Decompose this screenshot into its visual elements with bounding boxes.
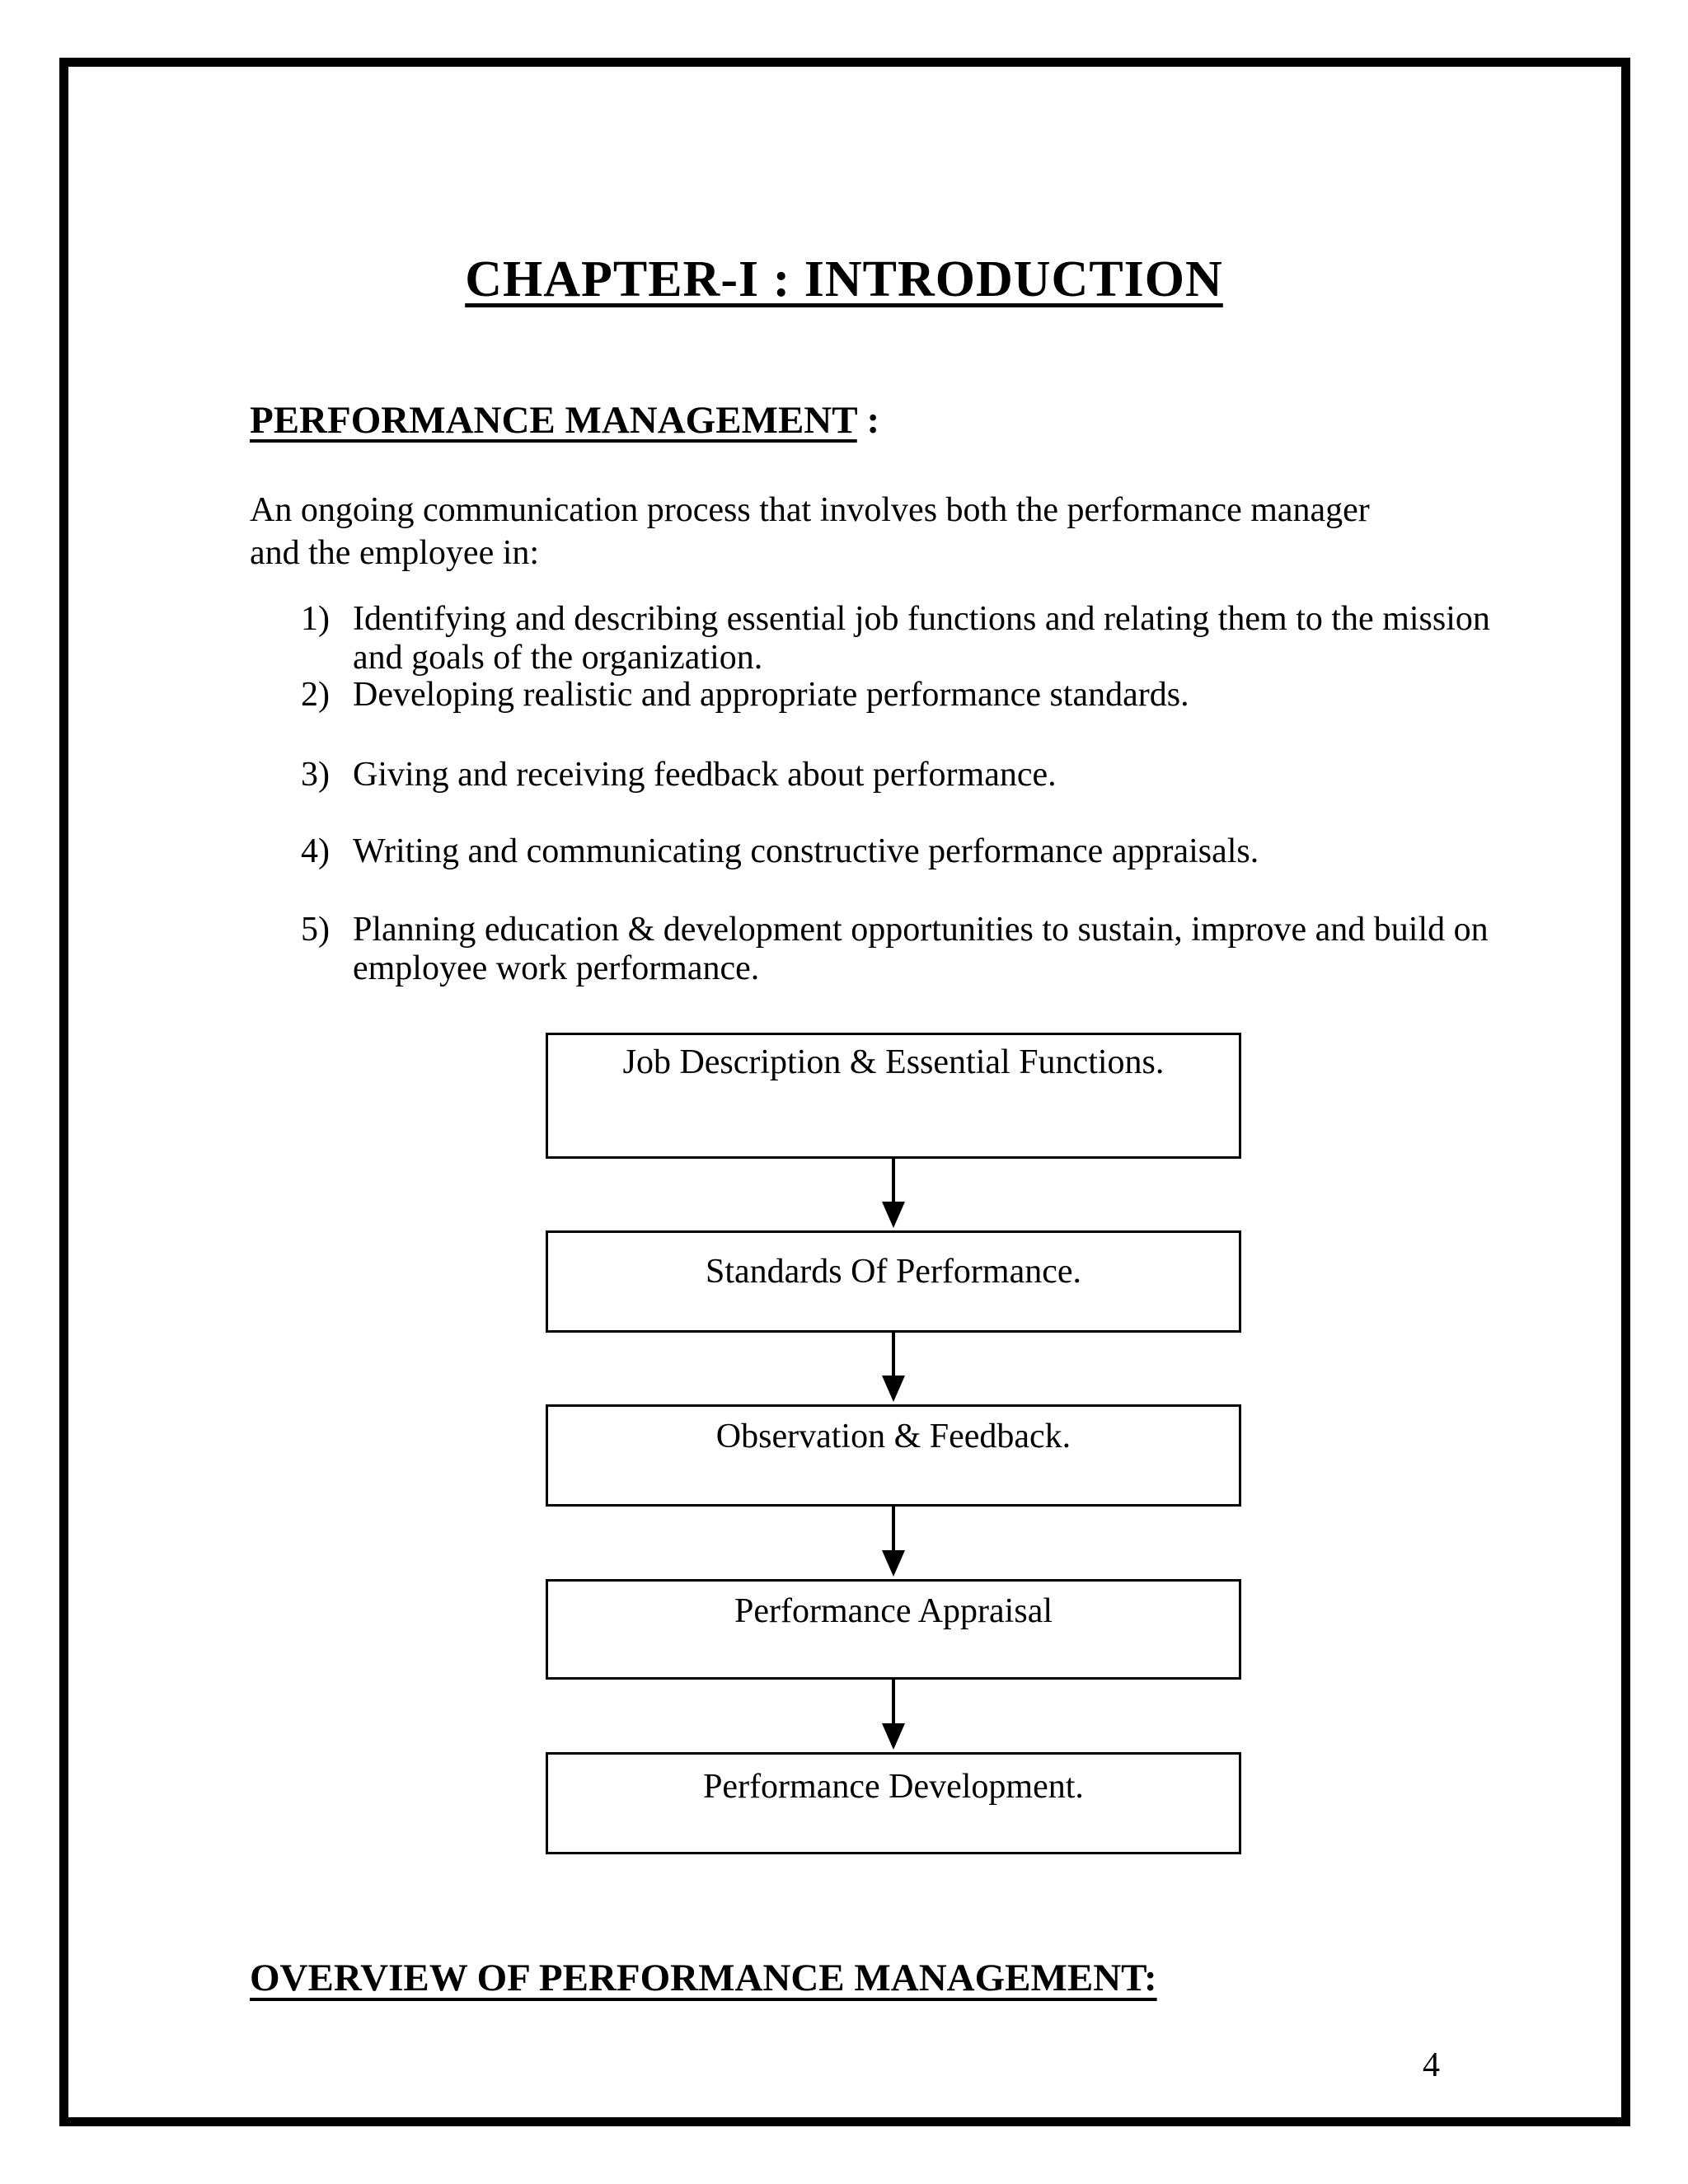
flowchart-box-label: Standards Of Performance. — [705, 1253, 1081, 1291]
intro-line: and the employee in: — [250, 534, 540, 572]
intro-paragraph: An ongoing communication process that in… — [250, 489, 1370, 574]
list-item-number: 2) — [301, 676, 330, 714]
list-item-number: 4) — [301, 832, 330, 870]
arrow-shaft — [892, 1159, 895, 1205]
list-item: 4) Writing and communicating constructiv… — [301, 832, 1259, 871]
arrow-head — [882, 1376, 905, 1402]
flowchart-box-appraisal: Performance Appraisal — [546, 1579, 1241, 1680]
arrow-shaft — [892, 1680, 895, 1727]
arrow-head — [882, 1550, 905, 1577]
flowchart-box-label: Performance Development. — [703, 1768, 1084, 1806]
arrow-head — [882, 1202, 905, 1228]
arrow-down-icon — [881, 1507, 906, 1577]
intro-line: An ongoing communication process that in… — [250, 491, 1370, 529]
flowchart-box-label: Job Description & Essential Functions. — [622, 1043, 1165, 1081]
section-heading-colon: : — [856, 399, 880, 442]
arrow-down-icon — [881, 1680, 906, 1750]
list-item-line: Developing realistic and appropriate per… — [353, 676, 1189, 714]
arrow-shaft — [892, 1507, 895, 1554]
list-item-line: employee work performance. — [353, 949, 760, 987]
list-item: 2) Developing realistic and appropriate … — [301, 676, 1189, 715]
list-item-number: 5) — [301, 911, 330, 949]
flowchart-box-job-description: Job Description & Essential Functions. — [546, 1033, 1241, 1159]
list-item-number: 3) — [301, 756, 330, 794]
arrow-shaft — [892, 1333, 895, 1379]
list-item: 1) Identifying and describing essential … — [301, 600, 1490, 677]
chapter-title-text: CHAPTER-I : INTRODUCTION — [465, 251, 1223, 307]
list-item-line: and goals of the organization. — [353, 639, 763, 677]
arrow-head — [882, 1723, 905, 1750]
flowchart-box-label: Performance Appraisal — [734, 1592, 1053, 1630]
flowchart-box-observation: Observation & Feedback. — [546, 1404, 1241, 1507]
section-heading-performance-management: PERFORMANCE MANAGEMENT : — [250, 401, 879, 440]
arrow-down-icon — [881, 1333, 906, 1402]
list-item: 5) Planning education & development oppo… — [301, 911, 1489, 988]
chapter-title: CHAPTER-I : INTRODUCTION — [0, 254, 1688, 305]
list-item-line: Giving and receiving feedback about perf… — [353, 756, 1057, 794]
flowchart-box-standards: Standards Of Performance. — [546, 1230, 1241, 1333]
list-item-line: Writing and communicating constructive p… — [353, 832, 1259, 870]
list-item-number: 1) — [301, 600, 330, 638]
page-number: 4 — [1423, 2046, 1440, 2084]
overview-heading: OVERVIEW OF PERFORMANCE MANAGEMENT: — [250, 1957, 1157, 1999]
list-item-line: Planning education & development opportu… — [353, 911, 1489, 949]
list-item: 3) Giving and receiving feedback about p… — [301, 756, 1057, 794]
section-heading-text: PERFORMANCE MANAGEMENT — [250, 399, 857, 442]
list-item-line: Identifying and describing essential job… — [353, 600, 1490, 638]
arrow-down-icon — [881, 1159, 906, 1228]
flowchart-box-label: Observation & Feedback. — [715, 1418, 1071, 1455]
page-border-frame — [59, 58, 1630, 2126]
flowchart-box-development: Performance Development. — [546, 1752, 1241, 1854]
